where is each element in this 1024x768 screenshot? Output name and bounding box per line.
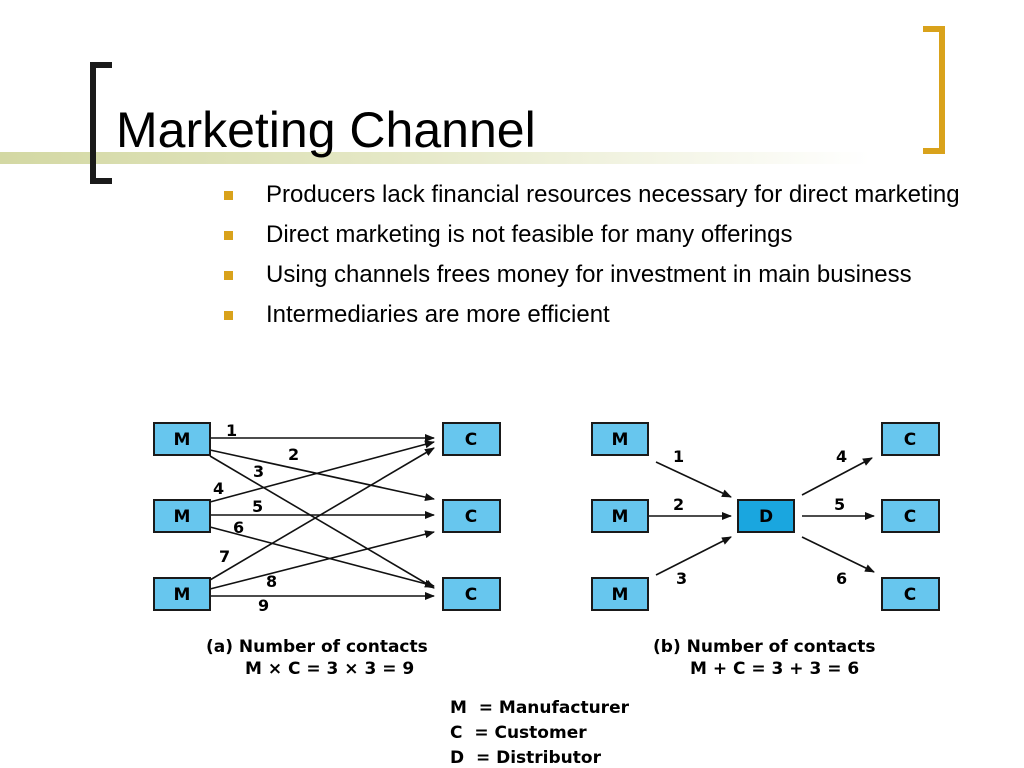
contact-number-5: 5 [834,495,845,514]
square-bullet-icon [224,231,233,240]
contact-number-3: 3 [253,462,264,481]
manufacturer-box [591,577,649,611]
right-bracket-decoration [923,26,945,154]
customer-box [881,422,940,456]
contact-number-9: 9 [258,596,269,615]
manufacturer-box [153,577,211,611]
left-bracket-decoration [90,62,112,184]
panel-a-customers: C C C [442,422,501,611]
panel-b-customers: C C C [881,422,940,611]
contact-arrow-4 [209,440,435,503]
panel-a-caption-formula: M × C = 3 × 3 = 9 [245,659,414,679]
contact-arrow-3 [655,536,732,576]
panel-a-manufacturers: M M M [153,422,211,611]
bullet-list: Producers lack financial resources neces… [216,178,976,338]
panel-b-contact-numbers: 1 2 3 4 5 6 [673,447,847,588]
manufacturer-label: M [174,585,191,605]
title-underline-band [0,152,1024,164]
contact-number-8: 8 [266,572,277,591]
customer-label: C [465,507,477,527]
bullet-item: Using channels frees money for investmen… [216,258,976,292]
contact-number-4: 4 [836,447,847,466]
square-bullet-icon [224,271,233,280]
panel-b-arrows [648,457,875,576]
bullet-text: Producers lack financial resources neces… [266,181,960,208]
contact-number-5: 5 [252,497,263,516]
manufacturer-box [153,422,211,456]
bullet-item: Producers lack financial resources neces… [216,178,976,212]
contact-arrow-4 [801,457,873,496]
panel-a-arrows [209,434,435,600]
manufacturer-label: M [174,430,191,450]
panel-a-caption-title: (a) Number of contacts [206,637,428,657]
legend: M = Manufacturer C = Customer D = Distri… [450,698,630,768]
panel-a-contact-numbers: 1 2 3 4 5 6 7 8 9 [213,421,299,615]
legend-manufacturer: M = Manufacturer [450,698,630,718]
customer-box [442,499,501,533]
customer-label: C [465,430,477,450]
customer-label: C [465,585,477,605]
panel-b-manufacturers: M M M [591,422,649,611]
contact-number-1: 1 [673,447,684,466]
manufacturer-box [153,499,211,533]
manufacturer-label: M [612,507,629,527]
manufacturer-box [591,499,649,533]
square-bullet-icon [224,191,233,200]
customer-label: C [904,430,916,450]
contact-arrow-2 [209,449,435,501]
contact-arrow-1 [655,461,732,498]
manufacturer-label: M [174,507,191,527]
contact-number-7: 7 [219,547,230,566]
contact-number-4: 4 [213,479,224,498]
bullet-text: Intermediaries are more efficient [266,301,610,328]
contact-number-2: 2 [673,495,684,514]
contact-arrow-6 [801,536,875,573]
contact-arrow-7 [209,447,435,581]
contact-number-3: 3 [676,569,687,588]
customer-label: C [904,585,916,605]
bullet-text: Direct marketing is not feasible for man… [266,221,793,248]
customer-box [442,422,501,456]
square-bullet-icon [224,311,233,320]
contact-number-6: 6 [836,569,847,588]
customer-box [881,499,940,533]
contact-arrow-3 [209,455,435,589]
bullet-item: Intermediaries are more efficient [216,298,976,332]
customer-label: C [904,507,916,527]
legend-customer: C = Customer [450,723,587,743]
customer-box [881,577,940,611]
panel-b-caption-formula: M + C = 3 + 3 = 6 [690,659,859,679]
manufacturer-box [591,422,649,456]
customer-box [442,577,501,611]
legend-distributor: D = Distributor [450,748,602,768]
contact-arrow-8 [209,530,435,590]
manufacturer-label: M [612,430,629,450]
distributor-label: D [759,507,773,527]
slide-title: Marketing Channel [116,102,536,158]
panel-b-caption-title: (b) Number of contacts [653,637,875,657]
contact-number-2: 2 [288,445,299,464]
manufacturer-label: M [612,585,629,605]
distributor-box [737,499,795,533]
bullet-item: Direct marketing is not feasible for man… [216,218,976,252]
contact-number-6: 6 [233,518,244,537]
contact-arrow-6 [209,526,435,588]
bullet-text: Using channels frees money for investmen… [266,261,912,288]
contact-number-1: 1 [226,421,237,440]
